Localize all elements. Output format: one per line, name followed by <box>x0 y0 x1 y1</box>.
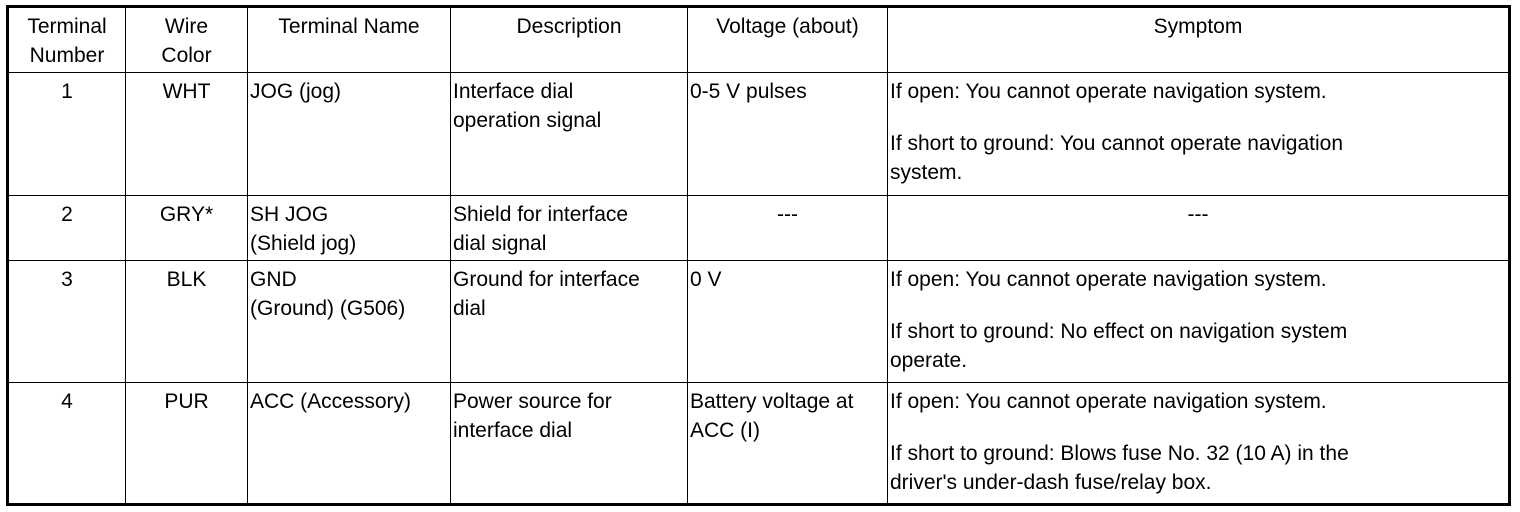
terminal-number-cell: 1 <box>7 72 126 196</box>
cell-line: operation signal <box>453 109 602 132</box>
wire-color-cell: GRY* <box>125 195 248 261</box>
cell-line: If short to ground: Blows fuse No. 32 (1… <box>890 442 1349 465</box>
cell-line: Ground for interface <box>453 268 640 291</box>
symptom-cell: --- <box>887 195 1510 261</box>
wire-color-cell: WHT <box>125 72 248 196</box>
symptom-paragraph: If short to ground: Blows fuse No. 32 (1… <box>890 439 1506 497</box>
terminal-number-cell: 3 <box>7 260 126 383</box>
cell-line: If open: You cannot operate navigation s… <box>890 80 1327 103</box>
symptom-cell: If open: You cannot operate navigation s… <box>887 72 1510 196</box>
cell-line: 0-5 V pulses <box>690 80 807 103</box>
voltage-cell: --- <box>687 195 888 261</box>
terminal-number-cell: 4 <box>7 382 126 505</box>
cell-line: Power source for <box>453 390 612 413</box>
header-symptom: Symptom <box>887 6 1510 73</box>
description-cell: Ground for interface dial <box>450 260 688 383</box>
description-cell: Power source for interface dial <box>450 382 688 505</box>
terminal-name-cell: ACC (Accessory) <box>247 382 451 505</box>
header-row: Terminal Number Wire Color Terminal Name… <box>7 6 1510 73</box>
header-voltage: Voltage (about) <box>687 6 888 73</box>
symptom-paragraph: If open: You cannot operate navigation s… <box>890 265 1506 294</box>
symptom-paragraph: If short to ground: You cannot operate n… <box>890 129 1506 187</box>
symptom-paragraph: If short to ground: No effect on navigat… <box>890 317 1506 375</box>
symptom-cell: If open: You cannot operate navigation s… <box>887 260 1510 383</box>
terminal-name-cell: JOG (jog) <box>247 72 451 196</box>
header-wire-color: Wire Color <box>125 6 248 73</box>
cell-line: If short to ground: You cannot operate n… <box>890 132 1344 155</box>
terminal-name-cell: SH JOG (Shield jog) <box>247 195 451 261</box>
symptom-cell: If open: You cannot operate navigation s… <box>887 382 1510 505</box>
wire-color-cell: PUR <box>125 382 248 505</box>
cell-line: If open: You cannot operate navigation s… <box>890 268 1327 291</box>
cell-line: JOG (jog) <box>250 80 342 103</box>
cell-line: GND <box>250 268 297 291</box>
cell-line: interface dial <box>453 419 573 442</box>
voltage-cell: Battery voltage at ACC (I) <box>687 382 888 505</box>
header-description: Description <box>450 6 688 73</box>
terminal-number-cell: 2 <box>7 195 126 261</box>
cell-line: ACC (I) <box>690 419 760 442</box>
terminal-table: Terminal Number Wire Color Terminal Name… <box>6 5 1511 506</box>
cell-line: dial <box>453 297 486 320</box>
cell-line: driver's under-dash fuse/relay box. <box>890 471 1212 494</box>
wire-color-cell: BLK <box>125 260 248 383</box>
cell-line: SH JOG <box>250 203 329 226</box>
description-cell: Interface dial operation signal <box>450 72 688 196</box>
terminal-name-cell: GND (Ground) (G506) <box>247 260 451 383</box>
cell-line: dial signal <box>453 232 547 255</box>
cell-line: Shield for interface <box>453 203 629 226</box>
cell-line: ACC (Accessory) <box>250 390 412 413</box>
voltage-cell: 0 V <box>687 260 888 383</box>
cell-line: 0 V <box>690 268 722 291</box>
description-cell: Shield for interface dial signal <box>450 195 688 261</box>
cell-line: operate. <box>890 349 968 372</box>
cell-line: If short to ground: No effect on navigat… <box>890 320 1348 343</box>
voltage-cell: 0-5 V pulses <box>687 72 888 196</box>
cell-line: (Ground) (G506) <box>250 297 406 320</box>
header-terminal-name: Terminal Name <box>247 6 451 73</box>
symptom-paragraph: If open: You cannot operate navigation s… <box>890 77 1506 106</box>
header-terminal-number: Terminal Number <box>7 6 126 73</box>
cell-line: Battery voltage at <box>690 390 854 413</box>
symptom-paragraph: If open: You cannot operate navigation s… <box>890 387 1506 416</box>
cell-line: Interface dial <box>453 80 574 103</box>
cell-line: (Shield jog) <box>250 232 357 255</box>
cell-line: system. <box>890 161 963 184</box>
cell-line: If open: You cannot operate navigation s… <box>890 390 1327 413</box>
